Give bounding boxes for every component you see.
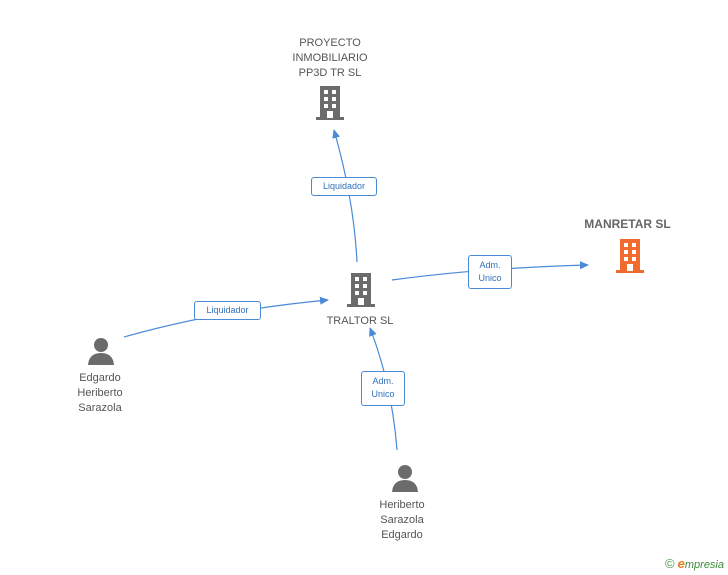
node-label-traltor[interactable]: TRALTOR SL	[326, 315, 394, 327]
node-label-heriberto[interactable]: Heriberto Sarazola Edgardo	[379, 499, 425, 541]
edge-traltor-proyecto	[332, 129, 358, 263]
building-icon	[316, 86, 344, 120]
edge-label-liquidador: Liquidador	[194, 301, 261, 320]
brand-e: e	[677, 556, 685, 571]
edge-label-adm-unico: Adm. Unico	[468, 255, 512, 289]
edge-label-liquidador: Liquidador	[311, 177, 377, 196]
building-icon	[616, 239, 644, 273]
edge-label-adm-unico: Adm. Unico	[361, 371, 405, 406]
copyright-icon: ©	[665, 556, 675, 571]
node-label-edgardo[interactable]: Edgardo Heriberto Sarazola	[77, 372, 123, 414]
empresia-brand[interactable]: ©empresia	[665, 556, 724, 571]
building-icon	[347, 273, 375, 307]
node-label-proyecto[interactable]: PROYECTO INMOBILIARIO PP3D TR SL	[292, 37, 368, 79]
person-icon	[392, 465, 418, 492]
brand-name: mpresia	[684, 559, 724, 571]
person-icon	[88, 338, 114, 365]
node-label-manretar[interactable]: MANRETAR SL	[584, 217, 671, 231]
